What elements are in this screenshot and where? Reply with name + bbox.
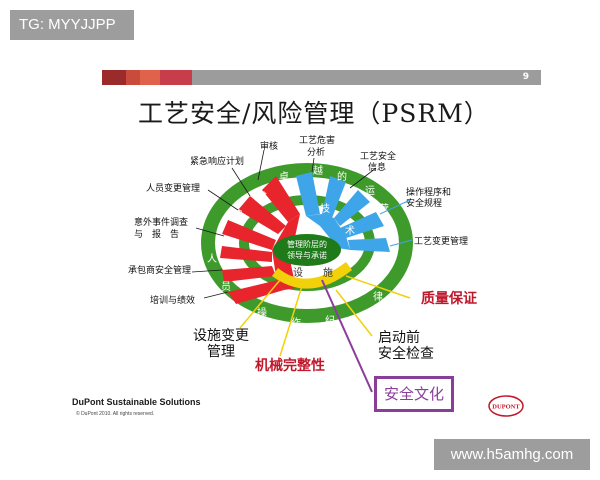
ring-char: 卓: [279, 171, 289, 183]
ring-char: 术: [345, 225, 355, 237]
label-incident-2: 与 报 告: [134, 230, 180, 240]
ring-char: 作: [291, 317, 301, 329]
ring-char: 设: [293, 267, 303, 279]
label-moc-facility-2: 管理: [207, 344, 235, 360]
center-line-2: 领导与承诺: [287, 250, 327, 260]
ring-char: 律: [373, 290, 383, 303]
footer-copyright: © DuPont 2010. All rights reserved.: [76, 411, 155, 417]
ring-char: 运: [365, 185, 375, 197]
center-core: [273, 234, 341, 266]
ring-char: 追: [233, 208, 243, 221]
ring-char: 技: [320, 202, 330, 215]
logo-text: DUPONT: [492, 404, 520, 411]
label-training: 培训与绩效: [150, 296, 196, 306]
label-psi-2: 信息: [368, 163, 387, 173]
facility-segment: [272, 262, 352, 289]
label-audit: 审核: [260, 142, 279, 152]
label-moc-personnel: 人员变更管理: [146, 184, 201, 194]
label-phc-1: 工艺危害: [299, 136, 336, 146]
label-pssr-1: 启动前: [378, 330, 420, 346]
label-procedures-1: 操作程序和: [406, 188, 452, 198]
slide-header-bar: 9: [102, 70, 541, 85]
ring-char: 员: [221, 281, 231, 293]
watermark-bottom: www.h5amhg.com: [434, 439, 590, 470]
ring-char: 求: [257, 191, 267, 203]
label-procedures-2: 安全规程: [406, 199, 443, 209]
label-incident-1: 意外事件调查: [134, 218, 189, 228]
page-number: 9: [522, 72, 529, 82]
technology-segment: [296, 172, 390, 252]
label-contractor: 承包商安全管理: [128, 266, 192, 276]
center-line-1: 管理阶层的: [287, 239, 327, 249]
watermark-top: TG: MYYJJPP: [10, 10, 134, 40]
footer-brand: DuPont Sustainable Solutions: [72, 397, 201, 407]
label-quality-assurance: 质量保证: [421, 291, 477, 307]
ring-char: 的: [337, 170, 347, 183]
ring-char: 营: [379, 202, 389, 215]
ring-char: 纪: [325, 315, 335, 327]
dupont-logo: DUPONT: [488, 395, 524, 417]
slide-title: 工艺安全/风险管理（PSRM）: [138, 99, 490, 128]
label-moc-facility-1: 设施变更: [193, 328, 249, 344]
ring-char: 越: [313, 164, 323, 177]
culture-connector: [321, 279, 373, 393]
safety-culture-box: 安全文化: [374, 376, 454, 412]
label-mechanical-integrity: 机械完整性: [255, 358, 325, 374]
safety-culture-label: 安全文化: [383, 385, 444, 403]
label-psi-1: 工艺安全: [360, 152, 397, 162]
label-moc-technology: 工艺变更管理: [414, 237, 469, 247]
ring-char: 人: [207, 253, 217, 265]
ring-char: 施: [323, 266, 333, 279]
label-emergency-plan: 紧急响应计划: [190, 157, 245, 167]
ring-char: 操: [257, 306, 267, 319]
label-phc-2: 分析: [307, 148, 326, 158]
label-pssr-2: 安全检查: [378, 346, 434, 362]
